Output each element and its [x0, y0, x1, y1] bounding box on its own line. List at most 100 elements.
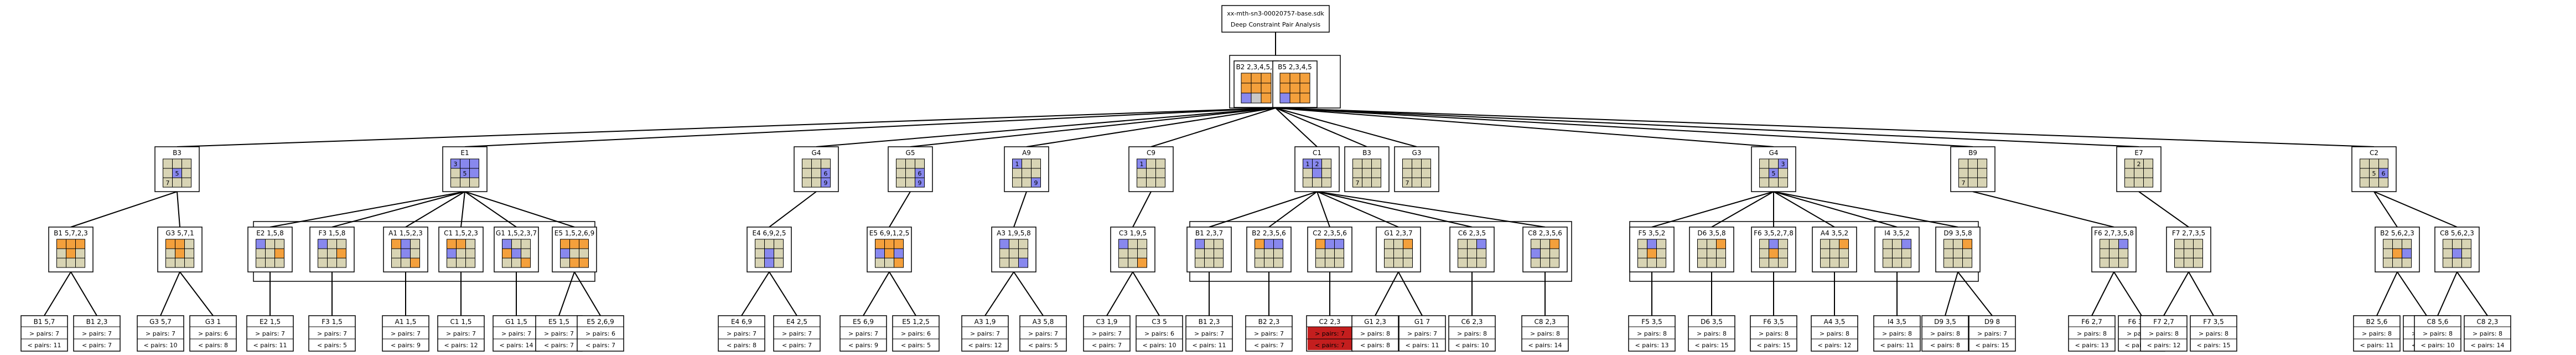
- leaf-node[interactable]: I4 3,5> pairs: 8< pairs: 11: [1873, 315, 1921, 352]
- mid-node[interactable]: F3 1,5,8: [309, 227, 355, 272]
- mid-node[interactable]: D6 3,5,8: [1689, 227, 1734, 272]
- mid-node[interactable]: F5 3,5,2: [1629, 227, 1675, 272]
- mid-node[interactable]: C3 1,9,5: [1110, 227, 1155, 272]
- leaf-node[interactable]: A1 1,5> pairs: 7< pairs: 9: [382, 315, 429, 352]
- branch-g4b-cell: [1759, 177, 1769, 188]
- branch-g4b-cell: [1759, 168, 1769, 178]
- branch-b9[interactable]: B97: [1950, 146, 1996, 192]
- mid-node[interactable]: C6 2,3,5: [1449, 227, 1495, 272]
- mid-node[interactable]: E5 6,9,1,2,5: [867, 227, 912, 272]
- mid-node-cell: [1325, 258, 1335, 268]
- leaf-node[interactable]: G1 2,3> pairs: 8< pairs: 8: [1351, 315, 1399, 352]
- mid-node[interactable]: B2 2,3,5,6: [1246, 227, 1292, 272]
- leaf-node[interactable]: D9 3,5> pairs: 8< pairs: 8: [1921, 315, 1969, 352]
- leaf-node[interactable]: B2 5,6> pairs: 8< pairs: 11: [2353, 315, 2401, 352]
- leaf-node[interactable]: D6 3,5> pairs: 8< pairs: 15: [1688, 315, 1735, 352]
- branch-a9-cell-digit: 9: [1034, 179, 1038, 187]
- leaf-node[interactable]: A3 5,8> pairs: 7< pairs: 5: [1019, 315, 1067, 352]
- mid-node-cell: [1476, 248, 1486, 259]
- mid-node[interactable]: G3 5,7,1: [157, 227, 203, 272]
- leaf-name: B1 2,3: [1199, 318, 1220, 326]
- root-box-cell: [1261, 83, 1272, 94]
- mid-node-cell: [569, 248, 579, 259]
- mid-node[interactable]: C8 2,3,5,6: [1522, 227, 1568, 272]
- branch-g4-cell-digit: 9: [824, 179, 828, 187]
- leaf-node[interactable]: B2 2,3> pairs: 7< pairs: 7: [1245, 315, 1293, 352]
- leaf-node[interactable]: C3 5> pairs: 6< pairs: 10: [1136, 315, 1183, 352]
- leaf-node[interactable]: C8 5,6> pairs: 8< pairs: 10: [2414, 315, 2461, 352]
- mid-node-cell: [1540, 248, 1550, 259]
- mid-node-cell: [1769, 258, 1779, 268]
- mid-node[interactable]: D9 3,5,8: [1935, 227, 1981, 272]
- mid-node[interactable]: C8 5,6,2,3: [2434, 227, 2480, 272]
- mid-node[interactable]: I4 3,5,2: [1874, 227, 1920, 272]
- leaf-node[interactable]: B1 5,7> pairs: 7< pairs: 11: [20, 315, 68, 352]
- leaf-node[interactable]: B1 2,3> pairs: 7< pairs: 11: [1185, 315, 1233, 352]
- leaf-node[interactable]: C2 2,3> pairs: 7< pairs: 7: [1306, 315, 1354, 352]
- leaf-node[interactable]: C8 2,3> pairs: 8< pairs: 14: [2464, 315, 2511, 352]
- mid-node-label: G3 5,7,1: [165, 229, 194, 237]
- leaf-node[interactable]: E5 6,9> pairs: 7< pairs: 9: [839, 315, 887, 352]
- leaf-node[interactable]: A3 1,9> pairs: 7< pairs: 12: [961, 315, 1009, 352]
- leaf-node[interactable]: F7 3,5> pairs: 8< pairs: 15: [2190, 315, 2237, 352]
- root-box[interactable]: B5 2,3,4,5: [1272, 60, 1318, 108]
- leaf-node[interactable]: C1 1,5> pairs: 7< pairs: 12: [437, 315, 485, 352]
- leaf-node[interactable]: E4 6,9> pairs: 7< pairs: 8: [718, 315, 765, 352]
- leaf-node[interactable]: G3 5,7> pairs: 7< pairs: 10: [137, 315, 184, 352]
- leaf-pairs-lt: < pairs: 8: [727, 342, 756, 349]
- branch-c9[interactable]: C91: [1128, 146, 1174, 192]
- mid-node[interactable]: F6 2,7,3,5,8: [2091, 227, 2137, 272]
- leaf-node[interactable]: F6 2,7> pairs: 8< pairs: 13: [2068, 315, 2116, 352]
- leaf-node[interactable]: E4 2,5> pairs: 7< pairs: 7: [773, 315, 821, 352]
- leaf-node[interactable]: E5 1,5> pairs: 7< pairs: 7: [535, 315, 583, 352]
- branch-b3b[interactable]: B37: [1344, 146, 1390, 192]
- mid-node[interactable]: A1 1,5,2,3: [383, 227, 428, 272]
- mid-node[interactable]: A3 1,9,5,8: [991, 227, 1036, 272]
- branch-g4-cell: [821, 158, 831, 169]
- leaf-node[interactable]: A4 3,5> pairs: 8< pairs: 12: [1811, 315, 1858, 352]
- mid-node[interactable]: E2 1,5,8: [247, 227, 293, 272]
- mid-node-label: D9 3,5,8: [1943, 229, 1972, 237]
- mid-node[interactable]: B2 5,6,2,3: [2375, 227, 2420, 272]
- mid-node[interactable]: E4 6,9,2,5: [747, 227, 792, 272]
- leaf-name: A1 1,5: [395, 318, 417, 326]
- branch-e7[interactable]: E72: [2116, 146, 2162, 192]
- mid-node[interactable]: A4 3,5,2: [1812, 227, 1857, 272]
- leaf-node[interactable]: F3 1,5> pairs: 7< pairs: 5: [308, 315, 356, 352]
- mid-node-cell: [2402, 248, 2412, 259]
- leaf-node[interactable]: F5 3,5> pairs: 8< pairs: 13: [1628, 315, 1676, 352]
- leaf-node[interactable]: C8 2,3> pairs: 8< pairs: 14: [1521, 315, 1569, 352]
- leaf-node[interactable]: E5 2,6,9> pairs: 6< pairs: 7: [577, 315, 624, 352]
- branch-e1-cell-digit: 3: [454, 161, 458, 168]
- leaf-node[interactable]: C3 1,9> pairs: 7< pairs: 7: [1083, 315, 1131, 352]
- leaf-node[interactable]: F6 3,5> pairs: 8< pairs: 15: [1750, 315, 1797, 352]
- leaf-node[interactable]: G1 7> pairs: 7< pairs: 11: [1398, 315, 1446, 352]
- leaf-node[interactable]: G1 1,5> pairs: 7< pairs: 14: [493, 315, 540, 352]
- leaf-node[interactable]: C6 2,3> pairs: 8< pairs: 10: [1448, 315, 1496, 352]
- leaf-node[interactable]: B1 2,3> pairs: 7< pairs: 7: [73, 315, 121, 352]
- branch-g3[interactable]: G37: [1394, 146, 1439, 192]
- root-box[interactable]: B2 2,3,4,5,9: [1233, 60, 1279, 108]
- mid-node[interactable]: G1 2,3,7: [1376, 227, 1421, 272]
- mid-node[interactable]: F6 3,5,2,7,8: [1751, 227, 1796, 272]
- leaf-node[interactable]: F7 2,7> pairs: 8< pairs: 12: [2140, 315, 2188, 352]
- leaf-node[interactable]: E5 1,2,5> pairs: 6< pairs: 5: [892, 315, 940, 352]
- mid-node[interactable]: B1 2,3,7: [1186, 227, 1232, 272]
- mid-node[interactable]: E5 1,5,2,6,9: [552, 227, 597, 272]
- leaf-node[interactable]: D9 8> pairs: 7< pairs: 15: [1968, 315, 2016, 352]
- mid-node[interactable]: G1 1,5,2,3,7: [494, 227, 539, 272]
- mid-node[interactable]: C2 2,3,5,6: [1307, 227, 1352, 272]
- leaf-node[interactable]: G3 1> pairs: 6< pairs: 8: [189, 315, 237, 352]
- mid-node[interactable]: F7 2,7,3,5: [2166, 227, 2211, 272]
- leaf-node[interactable]: E2 1,5> pairs: 7< pairs: 11: [246, 315, 294, 352]
- mid-node[interactable]: C1 1,5,2,3: [438, 227, 484, 272]
- mid-node[interactable]: B1 5,7,2,3: [48, 227, 94, 272]
